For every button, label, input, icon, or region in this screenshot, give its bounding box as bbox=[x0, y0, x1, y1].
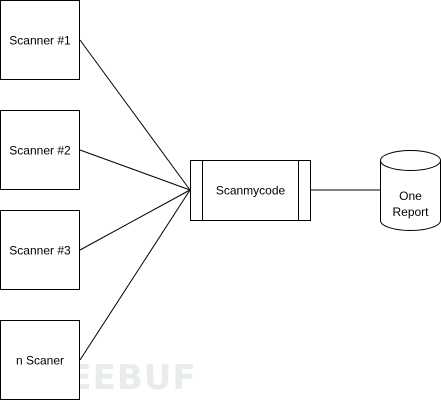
connector-scanner-3 bbox=[79, 189, 191, 251]
report-label-line-1: One bbox=[399, 189, 422, 203]
scanner-node-1[interactable]: Scanner #1 bbox=[0, 0, 80, 80]
connector-scanner-n bbox=[79, 189, 191, 361]
scanner-box bbox=[0, 0, 80, 80]
connector-scanner-1 bbox=[79, 39, 191, 191]
report-node[interactable]: One Report bbox=[380, 150, 441, 231]
aggregator-node[interactable]: Scanmycode bbox=[190, 160, 311, 221]
scanner-label: Scanner #1 bbox=[9, 34, 71, 48]
scanner-label: n Scaner bbox=[16, 354, 64, 368]
scanner-label: Scanner #3 bbox=[9, 244, 71, 258]
report-cylinder-body bbox=[380, 160, 441, 231]
report-label-line-2: Report bbox=[392, 205, 429, 219]
scanner-node-3[interactable]: Scanner #3 bbox=[0, 210, 80, 290]
connectors bbox=[79, 39, 380, 361]
scanner-box bbox=[0, 110, 80, 190]
scanner-label: Scanner #2 bbox=[9, 144, 71, 158]
scanner-node-2[interactable]: Scanner #2 bbox=[0, 110, 80, 190]
scanner-node-n[interactable]: n Scaner bbox=[0, 320, 80, 400]
scanner-box bbox=[0, 320, 80, 400]
connector-scanner-2 bbox=[79, 149, 191, 191]
aggregator-box bbox=[190, 160, 311, 221]
scanner-box bbox=[0, 210, 80, 290]
aggregator-label: Scanmycode bbox=[216, 184, 286, 198]
report-cylinder-top bbox=[380, 150, 441, 171]
